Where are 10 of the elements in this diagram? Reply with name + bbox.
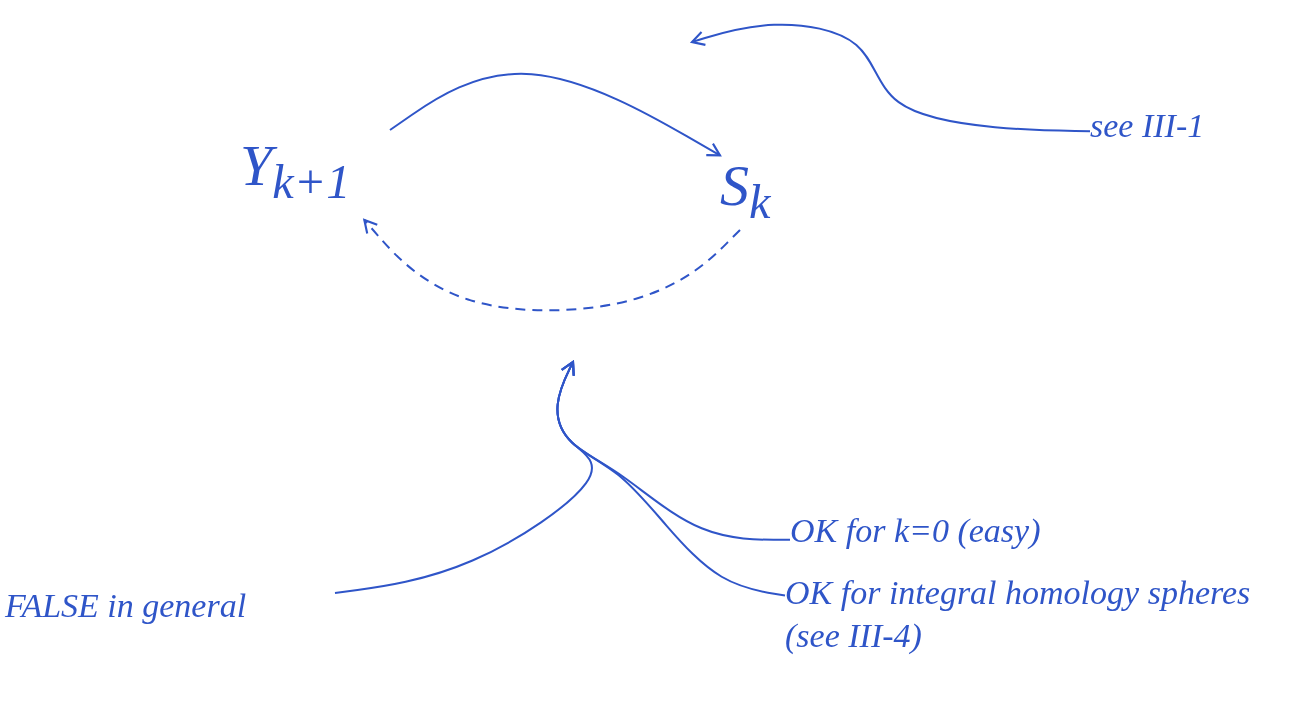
math-symbol: S$_{k}$	[720, 152, 772, 230]
math-symbol: Y$_{k+1}$	[240, 132, 352, 210]
note-text: OK for k=0 (easy)	[790, 511, 1042, 551]
note-text: OK for integral homology spheres (see III-4)	[785, 573, 1252, 656]
dashed-arrow	[363, 218, 741, 312]
leader-line	[690, 23, 1091, 133]
note-text: see III-1	[1090, 106, 1206, 146]
note-text: FALSE in general	[5, 586, 248, 626]
arrow	[389, 72, 722, 157]
leader-line	[556, 360, 786, 597]
